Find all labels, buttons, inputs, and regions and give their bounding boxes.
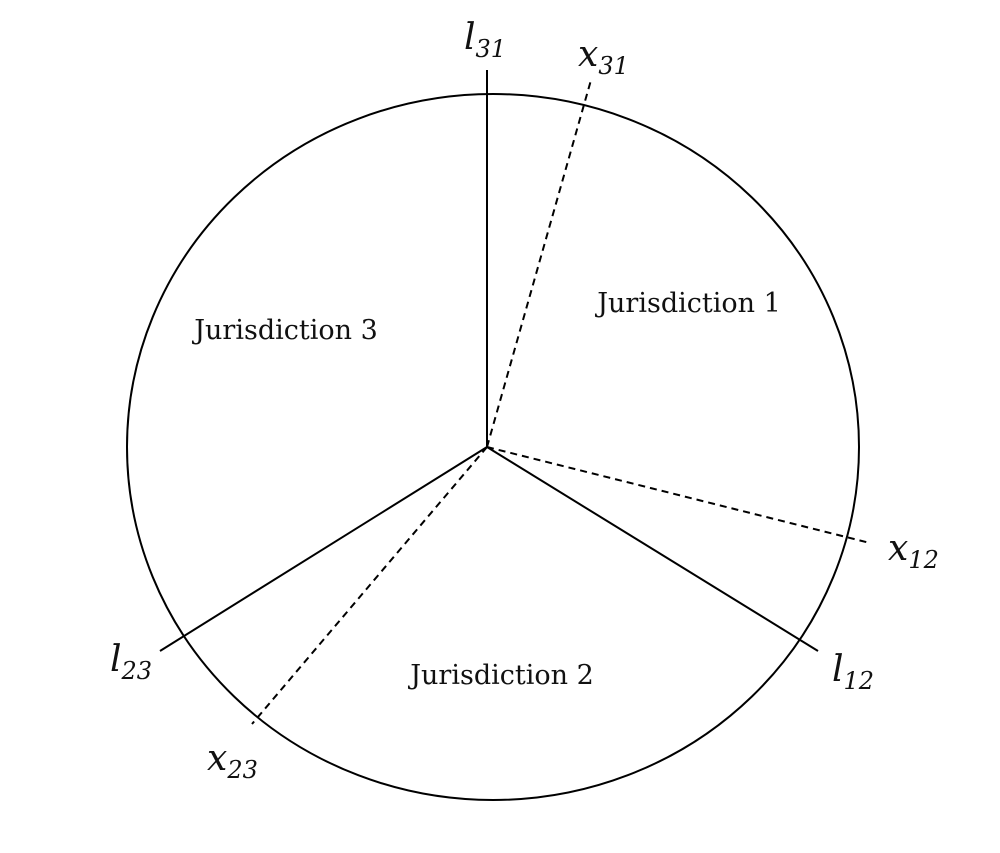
line-label-l31-sub: 31 — [476, 35, 507, 63]
region-label-jurisdiction-3: Jurisdiction 3 — [191, 315, 378, 346]
line-label-x31-sub: 31 — [598, 52, 629, 80]
boundary-line-l12 — [486, 446, 819, 652]
line-label-x12: x12 — [888, 528, 939, 574]
line-label-x23: x23 — [207, 738, 258, 784]
line-label-x12-sub: 12 — [908, 546, 939, 574]
region-label-jurisdiction-1: Jurisdiction 1 — [594, 288, 781, 319]
line-label-l23: l23 — [110, 639, 152, 685]
line-label-l31: l31 — [464, 17, 506, 63]
line-label-x12-base: x — [888, 528, 908, 569]
dashed-line-x12 — [486, 446, 871, 544]
boundary-line-l23 — [159, 446, 488, 652]
line-label-x31: x31 — [578, 34, 629, 80]
line-label-l12-sub: 12 — [844, 667, 875, 695]
line-label-l12: l12 — [832, 649, 874, 695]
dashed-line-x31 — [486, 79, 592, 448]
dashed-line-x23 — [251, 446, 488, 725]
boundary-circle — [126, 93, 860, 801]
line-label-x23-base: x — [207, 738, 227, 779]
line-label-x23-sub: 23 — [226, 756, 258, 784]
line-label-l31-base: l — [464, 17, 476, 58]
region-label-jurisdiction-2: Jurisdiction 2 — [407, 660, 594, 691]
line-label-x31-base: x — [578, 34, 598, 75]
line-label-l23-sub: 23 — [121, 657, 153, 685]
line-label-l12-base: l — [832, 649, 844, 690]
line-label-l23-base: l — [110, 639, 122, 680]
